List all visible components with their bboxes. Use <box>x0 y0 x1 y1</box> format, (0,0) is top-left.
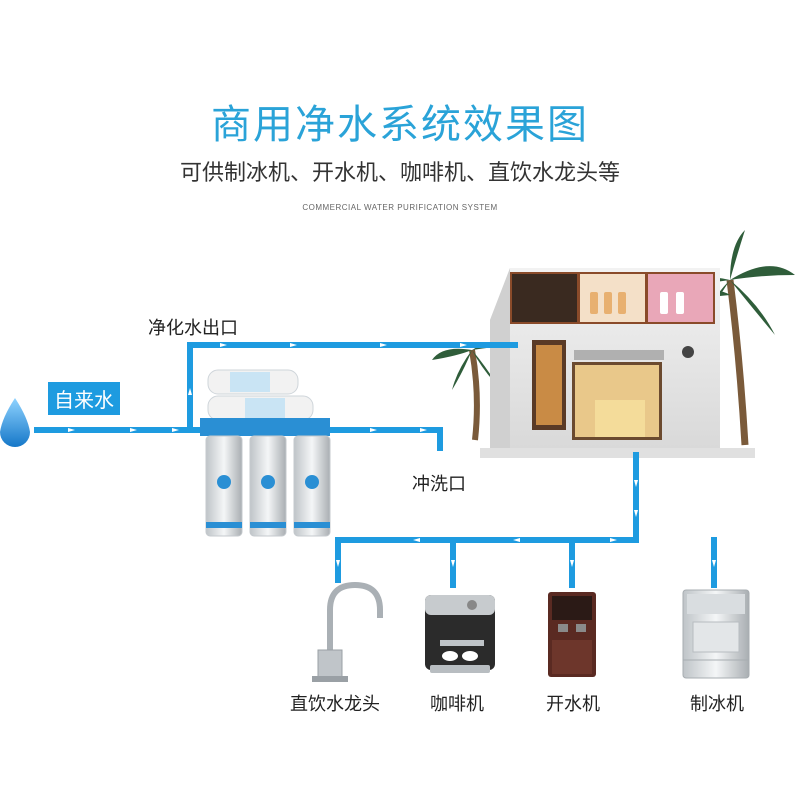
water-dispenser-icon <box>548 592 596 677</box>
flow-arrows <box>68 343 716 567</box>
shop-kiosk <box>480 268 755 458</box>
pipe-network <box>34 342 717 588</box>
tap-water-label: 自来水 <box>48 382 120 415</box>
appliance-label-ice-maker: 制冰机 <box>690 694 744 715</box>
flush-outlet-label: 冲洗口 <box>412 474 466 495</box>
coffee-machine-icon <box>425 595 495 673</box>
purified-outlet-label: 净化水出口 <box>148 318 238 339</box>
page-subtitle: 可供制冰机、开水机、咖啡机、直饮水龙头等 <box>179 161 620 186</box>
filter-system <box>200 369 331 537</box>
appliance-label-dispenser: 开水机 <box>546 694 600 715</box>
ice-maker-icon <box>682 589 750 679</box>
english-caption: COMMERCIAL WATER PURIFICATION SYSTEM <box>302 203 498 212</box>
page-title: 商用净水系统效果图 <box>211 102 589 148</box>
faucet-icon <box>312 581 383 682</box>
appliance-label-coffee: 咖啡机 <box>430 694 484 715</box>
appliance-label-faucet: 直饮水龙头 <box>290 694 380 715</box>
water-drop-icon <box>0 398 30 447</box>
